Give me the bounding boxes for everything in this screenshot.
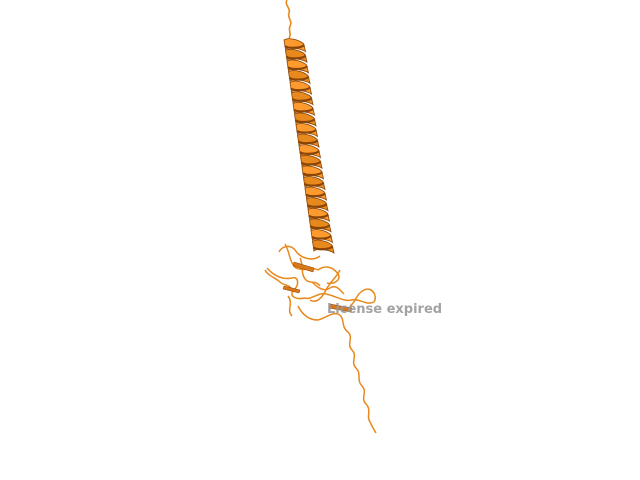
helix-turn-shadow xyxy=(305,192,326,198)
c-terminal-coil xyxy=(337,313,377,434)
helix-turn-shadow xyxy=(294,118,316,124)
helix-turn-shadow xyxy=(297,139,319,145)
helix-turn-shadow xyxy=(293,107,314,113)
helix-turn-shadow xyxy=(311,234,332,240)
helix-turn-shadow xyxy=(303,181,325,187)
n-terminal-coil xyxy=(285,0,292,39)
helix-turn-shadow xyxy=(291,97,313,102)
helix-turn-shadow xyxy=(287,65,308,71)
helix-turn-shadow xyxy=(309,224,331,230)
helix-turn-shadow xyxy=(300,160,322,166)
helix-turn-shadow xyxy=(290,86,311,92)
helix-turn-shadow xyxy=(312,245,334,251)
helix-turn-shadow xyxy=(285,54,307,60)
helix-turn-shadow xyxy=(284,44,305,49)
helix-turn-shadow xyxy=(306,203,328,208)
helix-turn-shadow xyxy=(302,171,323,177)
helix-turn-shadow xyxy=(299,150,320,155)
helix-turn-shadow xyxy=(296,128,317,134)
helix-turn-shadow xyxy=(308,213,329,219)
beta-strands xyxy=(282,261,353,313)
helix-turn-shadow xyxy=(288,75,310,81)
alpha-helix xyxy=(283,38,335,254)
license-expired-watermark: License expired xyxy=(327,302,443,317)
